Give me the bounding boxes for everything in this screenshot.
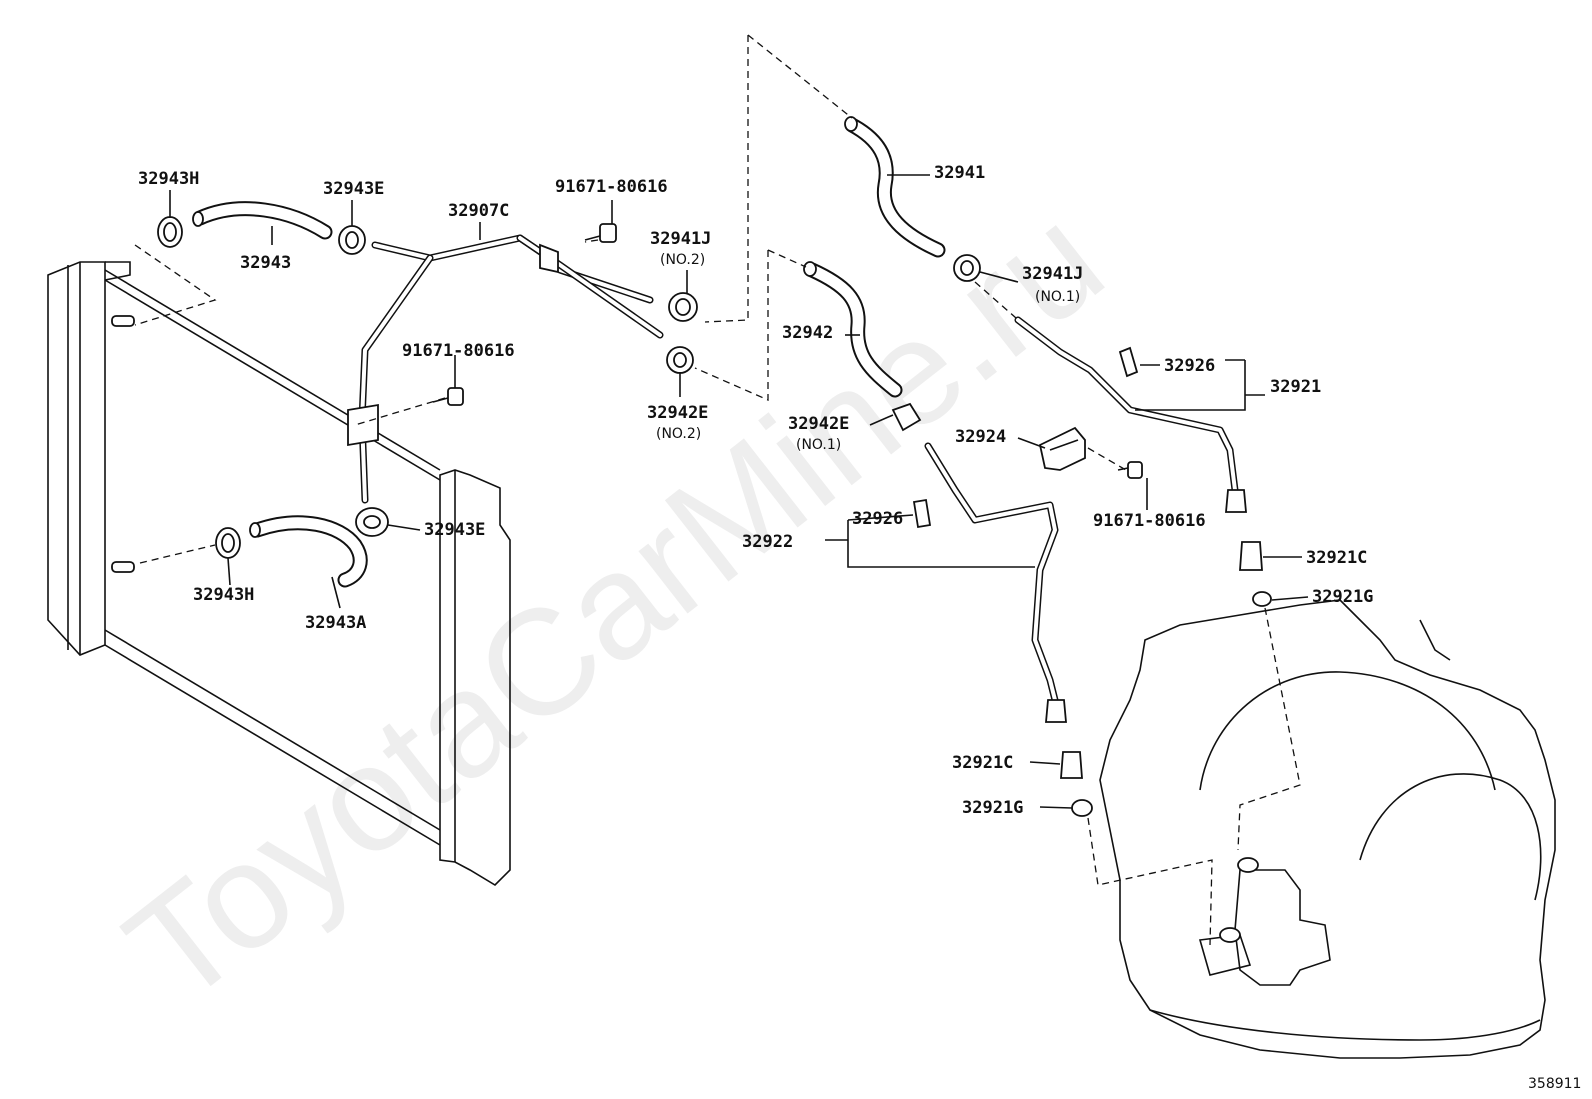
fitting-32921C-top bbox=[1239, 541, 1263, 571]
label-32942E-no1: 32942E bbox=[788, 414, 849, 434]
transmission bbox=[1099, 599, 1556, 1059]
oring-32921G-top bbox=[1252, 591, 1272, 607]
radiator bbox=[47, 261, 511, 887]
label-91671-right: 91671-80616 bbox=[1093, 511, 1206, 531]
label-32926-top: 32926 bbox=[1164, 356, 1215, 376]
label-32943H-top: 32943H bbox=[138, 169, 199, 189]
label-32943H-bot: 32943H bbox=[193, 585, 254, 605]
pipe-32907C bbox=[347, 234, 664, 504]
leader-lines bbox=[169, 174, 1309, 809]
label-32943E-top: 32943E bbox=[323, 179, 384, 199]
clamp-32943H-top bbox=[157, 216, 183, 248]
clamp-32941J-no1 bbox=[953, 254, 981, 282]
hose-32943 bbox=[192, 201, 333, 240]
clamp-32941J-no2 bbox=[668, 292, 698, 322]
label-32943: 32943 bbox=[240, 253, 291, 273]
label-32921G-bot: 32921G bbox=[962, 798, 1023, 818]
hose-32942 bbox=[803, 261, 903, 398]
clamp-32943H-bot bbox=[215, 527, 241, 559]
pipe-32922 bbox=[924, 442, 1067, 723]
fitting-32921C-bot bbox=[1060, 751, 1083, 779]
grommet-32942E-no1 bbox=[891, 402, 922, 432]
label-91671-top: 91671-80616 bbox=[555, 177, 668, 197]
bolt-91671-right bbox=[1117, 461, 1143, 479]
label-32921C-top: 32921C bbox=[1306, 548, 1367, 568]
label-32921G-top: 32921G bbox=[1312, 587, 1373, 607]
oring-32921G-bot bbox=[1071, 799, 1093, 817]
label-no2-a: (NO.2) bbox=[660, 252, 705, 268]
label-32941J-no2: 32941J bbox=[650, 229, 711, 249]
label-32942: 32942 bbox=[782, 323, 833, 343]
part-labels: 32943H 32943 32943E 32907C 91671-80616 3… bbox=[138, 163, 1581, 1092]
label-32941: 32941 bbox=[934, 163, 985, 183]
label-32926-mid: 32926 bbox=[852, 509, 903, 529]
clamp-32943E-top bbox=[338, 225, 366, 255]
label-91671-mid: 91671-80616 bbox=[402, 341, 515, 361]
label-32922: 32922 bbox=[742, 532, 793, 552]
clamp-32943E-mid bbox=[355, 507, 389, 537]
pipe-32921 bbox=[1014, 316, 1247, 513]
figure-id: 358911 bbox=[1528, 1076, 1581, 1092]
label-32943E-mid: 32943E bbox=[424, 520, 485, 540]
label-no1-b: (NO.1) bbox=[796, 437, 841, 453]
label-32943A: 32943A bbox=[305, 613, 366, 633]
label-no2-b: (NO.2) bbox=[656, 426, 701, 442]
label-32907C: 32907C bbox=[448, 201, 509, 221]
bracket-32924 bbox=[1038, 426, 1086, 471]
hose-32943A bbox=[249, 515, 368, 588]
label-32924: 32924 bbox=[955, 427, 1006, 447]
label-32942E-no2: 32942E bbox=[647, 403, 708, 423]
bolt-91671-mid bbox=[432, 387, 464, 406]
hose-32941 bbox=[844, 116, 946, 258]
label-32921C-bot: 32921C bbox=[952, 753, 1013, 773]
label-no1-a: (NO.1) bbox=[1035, 289, 1080, 305]
clip-32926-top bbox=[1118, 346, 1139, 378]
clamp-32942E-no2 bbox=[666, 346, 694, 374]
assembly-lines bbox=[134, 34, 1301, 946]
label-32941J-no1: 32941J bbox=[1022, 264, 1083, 284]
clip-32926-mid bbox=[912, 498, 932, 529]
bolt-91671-top bbox=[584, 223, 617, 243]
label-32921: 32921 bbox=[1270, 377, 1321, 397]
